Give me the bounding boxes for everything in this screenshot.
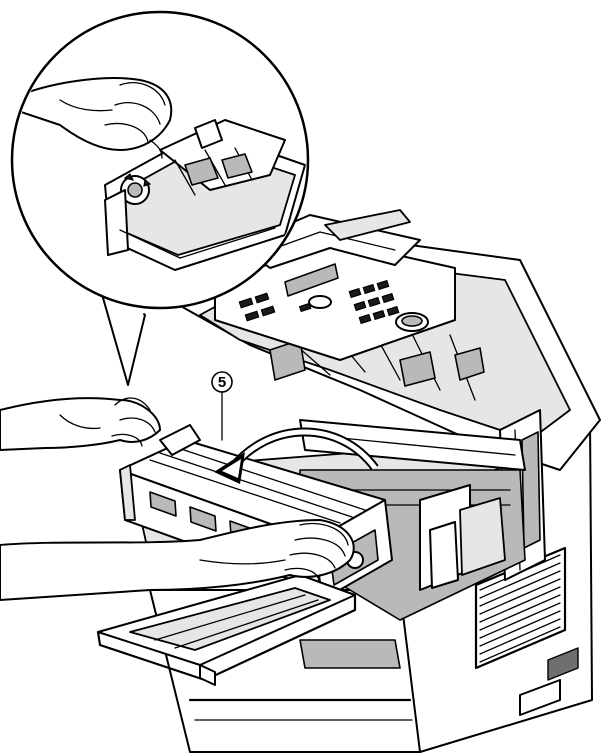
- control-panel: [214, 239, 456, 361]
- right-hand: [0, 519, 355, 601]
- callout-number: 5: [218, 374, 226, 391]
- callout-5: 5: [211, 371, 233, 441]
- rotate-arrow-icon: [214, 427, 379, 484]
- output-tray: [96, 574, 357, 686]
- left-hand: [0, 397, 161, 451]
- callout-circle: [211, 371, 233, 393]
- detail-inset: [10, 10, 310, 386]
